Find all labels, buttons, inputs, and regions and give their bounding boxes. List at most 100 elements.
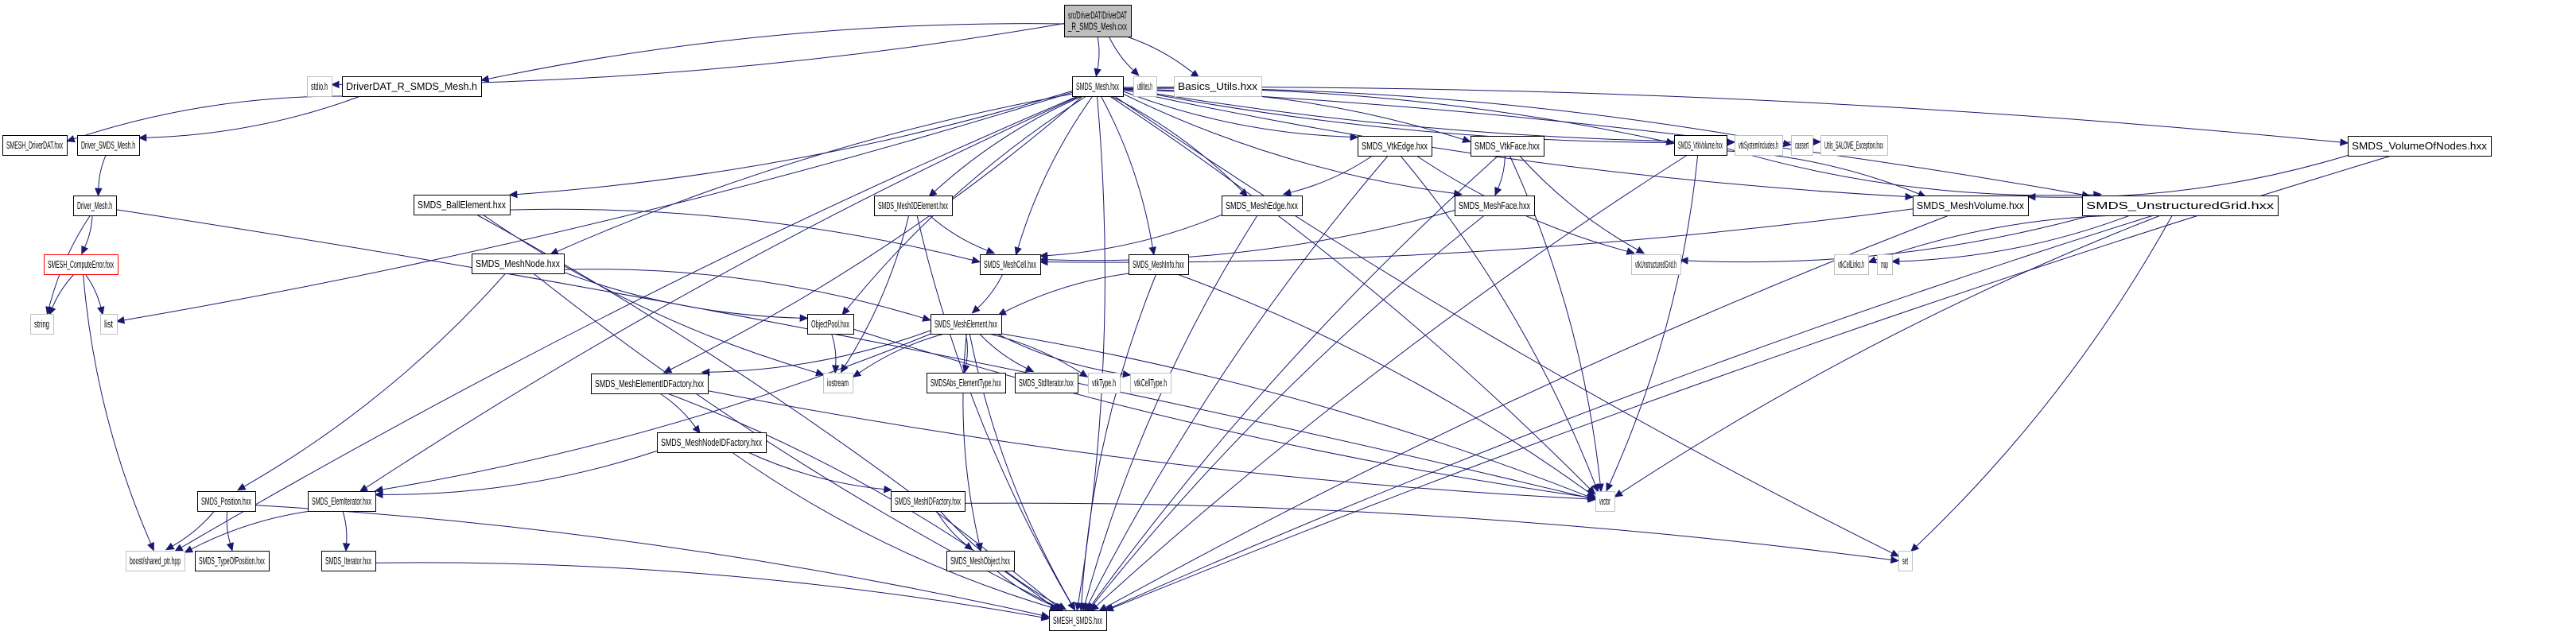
node-meshelement[interactable]: SMDS_MeshElement.hxx: [931, 314, 1002, 335]
node-elemtype[interactable]: SMDSAbs_ElementType.hxx: [927, 373, 1006, 393]
node-meshcell[interactable]: SMDS_MeshCell.hxx: [980, 254, 1041, 275]
arrowhead-icon: [1040, 614, 1051, 621]
edge-smdsmesh-to-meshnode: [557, 93, 1073, 252]
node-box: [1674, 135, 1727, 156]
node-label: vtkUnstructuredGrid.h: [1635, 258, 1677, 270]
node-label: SMDS_UnstructuredGrid.hxx: [2086, 199, 2275, 211]
edge-vtkface-to-meshface: [1498, 155, 1506, 189]
node-typeofpos[interactable]: SMDS_TypeOfPosition.hxx: [195, 551, 270, 571]
node-smdsmesh[interactable]: SMDS_Mesh.hxx: [1072, 76, 1124, 97]
arrowhead-icon: [692, 424, 701, 435]
arrowhead-icon: [2340, 138, 2349, 146]
node-label: Driver_SMDS_Mesh.h: [81, 139, 135, 151]
edge-nodeidfactory-to-meshidfactory: [748, 451, 884, 490]
node-vtktype: vtkType.h: [1088, 373, 1121, 393]
arrowhead-icon: [799, 314, 809, 322]
node-drvmesh[interactable]: Driver_Mesh.h: [73, 196, 117, 216]
node-label: SMDS_MeshEdge.hxx: [1226, 199, 1298, 211]
node-label: SMDS_MeshVolume.hxx: [1917, 199, 2024, 211]
arrowhead-icon: [1039, 257, 1048, 266]
node-label: iostream: [827, 377, 849, 389]
node-drvsmdsmesh[interactable]: Driver_SMDS_Mesh.h: [77, 135, 140, 156]
node-vtkface[interactable]: SMDS_VtkFace.hxx: [1471, 136, 1544, 157]
node-label: vtkType.h: [1092, 377, 1116, 389]
node-iostream: iostream: [823, 373, 853, 393]
arrowhead-icon: [95, 188, 103, 197]
edge-smdsmesh-to-sharedptr: [181, 95, 1078, 548]
node-label: SMDS_MeshObject.hxx: [950, 555, 1010, 567]
arrowhead-icon: [841, 306, 850, 316]
arrowhead-icon: [374, 486, 383, 494]
edge-smdsmesh-to-vtksysinc: [1122, 87, 1728, 143]
node-box: [1130, 373, 1171, 393]
node-computeerr[interactable]: SMESH_ComputeError.hxx: [44, 254, 119, 275]
node-utilsexc: Utils_SALOME_Exception.hxx: [1820, 135, 1888, 156]
edge-root-to-stdio: [338, 23, 1065, 85]
edge-mesh0d-to-iostream: [844, 215, 910, 366]
edge-mesh0d-to-smeshsmds: [916, 215, 1072, 604]
arrowhead-icon: [1094, 68, 1102, 78]
node-box: [1174, 76, 1262, 97]
node-objectpool[interactable]: ObjectPool.hxx: [807, 314, 854, 335]
node-meshedge[interactable]: SMDS_MeshEdge.hxx: [1222, 196, 1303, 216]
node-box: [414, 195, 511, 215]
arrowhead-icon: [1606, 482, 1614, 492]
arrowhead-icon: [971, 304, 981, 314]
node-label: vtkCellLinks.h: [1838, 258, 1864, 270]
node-meshobject[interactable]: SMDS_MeshObject.hxx: [946, 551, 1015, 571]
node-unstrgrid[interactable]: SMDS_UnstructuredGrid.hxx: [2082, 196, 2279, 216]
node-vtkugrid: vtkUnstructuredGrid.h: [1631, 254, 1681, 275]
arrowhead-icon: [1665, 137, 1676, 145]
arrowhead-icon: [165, 542, 175, 551]
node-box: [44, 254, 119, 275]
node-meshidfactory[interactable]: SMDS_MeshIDFactory.hxx: [891, 491, 966, 512]
arrowhead-icon: [975, 542, 983, 552]
edge-smdsmesh-to-mesh0d: [934, 95, 1082, 192]
node-ballelem[interactable]: SMDS_BallElement.hxx: [414, 195, 511, 215]
edge-unstrgrid-to-set: [1916, 215, 2173, 547]
node-elemiter[interactable]: SMDS_ElemIterator.hxx: [308, 491, 376, 512]
node-utilities: utilities.h: [1133, 76, 1157, 97]
node-root[interactable]: src/DriverDAT/DriverDAT_R_SMDS_Mesh.cxx: [1064, 5, 1132, 37]
node-vtkvolume[interactable]: SMDS_VtkVolume.hxx: [1674, 135, 1727, 156]
node-meshface[interactable]: SMDS_MeshFace.hxx: [1455, 196, 1535, 216]
edge-meshobject-to-smeshsmds: [996, 570, 1056, 607]
edge-unstrgrid-to-vtkugrid: [1687, 215, 2092, 263]
edge-smdsmesh-to-vtkface: [1122, 89, 1464, 140]
node-nodeidfactory[interactable]: SMDS_MeshNodeIDFactory.hxx: [657, 432, 767, 453]
node-box: [1834, 254, 1869, 275]
edge-meshelement-to-vector: [1000, 333, 1589, 498]
node-mesh0d[interactable]: SMDS_Mesh0DElement.hxx: [874, 196, 953, 216]
node-box: [931, 314, 1002, 335]
arrowhead-icon: [2026, 192, 2036, 201]
node-drvdatr[interactable]: DriverDAT_R_SMDS_Mesh.h: [342, 76, 482, 97]
node-label: SMDS_MeshCell.hxx: [984, 258, 1036, 270]
node-meshnode[interactable]: SMDS_MeshNode.hxx: [472, 254, 565, 274]
edge-meshcell-to-meshelement: [977, 273, 1004, 309]
node-box: [1898, 551, 1913, 571]
arrowhead-icon: [1626, 247, 1636, 255]
node-box: [1820, 135, 1888, 156]
arrowhead-icon: [1350, 133, 1359, 141]
node-meshinfo[interactable]: SMDS_MeshInfo.hxx: [1129, 254, 1189, 275]
node-volofnodes[interactable]: SMDS_VolumeOfNodes.hxx: [2348, 136, 2492, 157]
node-elemidfactory[interactable]: SMDS_MeshElementIDFactory.hxx: [591, 374, 709, 394]
node-vtkedge[interactable]: SMDS_VtkEdge.hxx: [1358, 136, 1432, 157]
edge-smdsmesh-to-objectpool: [846, 95, 1087, 310]
node-label: SMDS_Iterator.hxx: [325, 555, 371, 567]
node-box: [77, 135, 140, 156]
node-iterator[interactable]: SMDS_Iterator.hxx: [321, 551, 376, 571]
node-position[interactable]: SMDS_Position.hxx: [197, 491, 256, 512]
arrowhead-icon: [359, 484, 369, 493]
node-smeshdrvdat[interactable]: SMESH_DriverDAT.hxx: [2, 135, 68, 156]
node-box: [1222, 196, 1303, 216]
edge-meshelement-to-meshobject: [962, 333, 980, 544]
node-stditer[interactable]: SMDS_StdIterator.hxx: [1015, 373, 1078, 393]
arrowhead-icon: [138, 134, 147, 141]
node-label: SMDS_Mesh.hxx: [1076, 80, 1119, 92]
node-label: SMDS_Mesh0DElement.hxx: [878, 199, 948, 211]
node-smeshsmds[interactable]: SMESH_SMDS.hxx: [1049, 610, 1107, 631]
edge-nodeidfactory-to-elemiter: [382, 450, 658, 495]
node-meshvolume[interactable]: SMDS_MeshVolume.hxx: [1913, 196, 2029, 216]
node-label: set: [1902, 555, 1908, 567]
